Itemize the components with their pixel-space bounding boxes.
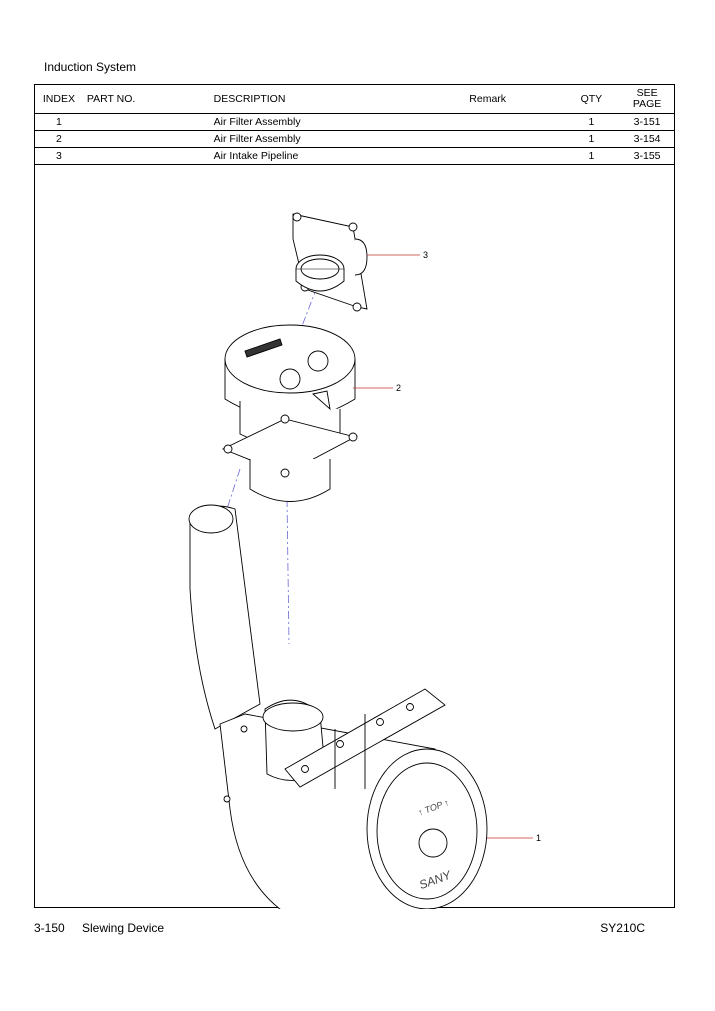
exploded-parts-drawing: 3 2 (188, 212, 541, 909)
callout-1-label: 1 (536, 833, 541, 843)
row-qty: 1 (562, 147, 621, 165)
callout-3-label: 3 (423, 250, 428, 260)
col-see-page-line2: PAGE (632, 98, 662, 110)
table-row: 2 Air Filter Assembly 1 3-154 (35, 130, 674, 148)
row-see-page[interactable]: 3-155 (620, 147, 674, 165)
assembly-center-lines (226, 286, 318, 645)
callout-1: 1 (487, 833, 541, 843)
col-remark: Remark (465, 85, 563, 114)
row-description: Air Filter Assembly (209, 113, 466, 131)
row-remark (465, 113, 563, 131)
callout-2: 2 (353, 383, 401, 393)
row-remark (465, 147, 563, 165)
col-part-no: PART NO. (82, 85, 210, 114)
footer-section: Slewing Device (82, 921, 165, 935)
row-part-no (82, 130, 210, 148)
row-part-no (82, 113, 210, 131)
col-see-page-line1: SEE (636, 87, 658, 99)
air-filter-assembly-upper (221, 324, 358, 502)
row-index: 2 (35, 130, 83, 148)
col-see-page: SEE PAGE (620, 85, 674, 114)
col-description: DESCRIPTION (209, 85, 466, 114)
row-see-page[interactable]: 3-151 (620, 113, 674, 131)
table-row: 1 Air Filter Assembly 1 3-151 (35, 113, 674, 131)
table-row: 3 Air Intake Pipeline 1 3-155 (35, 147, 674, 165)
row-qty: 1 (562, 113, 621, 131)
parts-table: INDEX PART NO. DESCRIPTION Remark QTY SE… (35, 85, 674, 165)
callout-3: 3 (367, 250, 428, 260)
footer-page-number: 3-150 (34, 921, 65, 935)
callout-2-label: 2 (396, 383, 401, 393)
row-part-no (82, 147, 210, 165)
row-index: 3 (35, 147, 83, 165)
section-title: Induction System (44, 60, 137, 74)
air-filter-assembly-lower: ↑ TOP ↑ SANY (188, 504, 488, 909)
row-qty: 1 (562, 130, 621, 148)
footer-model: SY210C (600, 921, 645, 935)
row-remark (465, 130, 563, 148)
col-index: INDEX (35, 85, 83, 114)
parts-frame: INDEX PART NO. DESCRIPTION Remark QTY SE… (34, 84, 675, 909)
row-index: 1 (35, 113, 83, 131)
col-qty: QTY (562, 85, 621, 114)
table-header-row: INDEX PART NO. DESCRIPTION Remark QTY SE… (35, 85, 674, 114)
row-see-page[interactable]: 3-154 (620, 130, 674, 148)
row-description: Air Filter Assembly (209, 130, 466, 148)
row-description: Air Intake Pipeline (209, 147, 466, 165)
air-intake-pipeline (292, 212, 368, 312)
